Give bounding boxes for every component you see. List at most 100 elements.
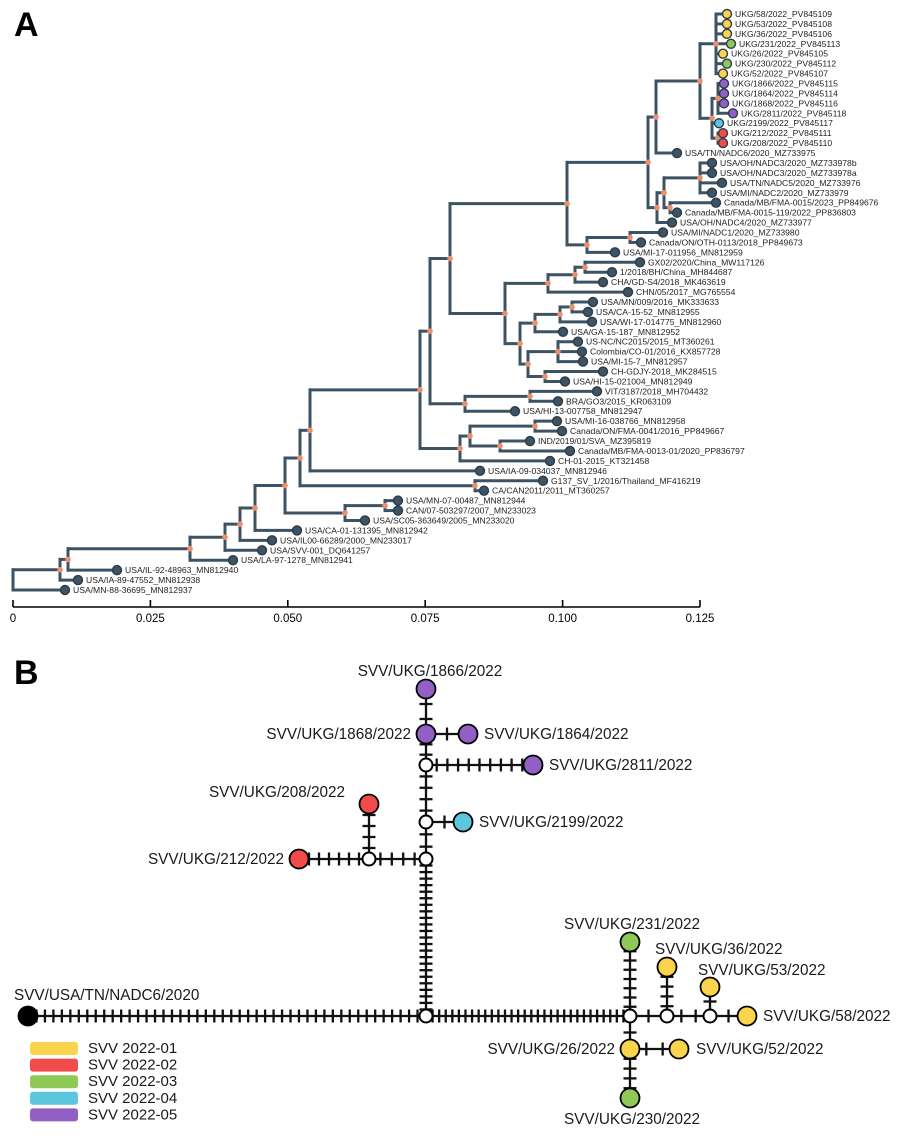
internal-node-dot: [462, 400, 468, 407]
internal-node-dot: [525, 361, 531, 367]
tip-label: Canada/MB/FMA-0015/2023_PP849676: [724, 198, 879, 208]
internal-node-dot: [654, 204, 660, 211]
internal-node-dot: [545, 280, 551, 287]
tip-label: USA/OH/NADC3/2020_MZ733978b: [720, 158, 857, 168]
internal-node-dot: [65, 556, 71, 563]
tip-circle-dark: [392, 495, 404, 506]
tip-circle-purple: [718, 78, 730, 89]
tip-label: USA/IA-89-47552_MN812938: [86, 575, 200, 585]
tip-label: UKG/36/2022_PV845106: [735, 29, 832, 39]
tip-label: CH-GDJY-2018_MK284515: [611, 367, 717, 377]
network-edges: [28, 689, 747, 1098]
tip-label: VIT/3187/2018_MH704432: [605, 386, 708, 396]
tip-circle-yellow: [721, 8, 733, 20]
tip-circle-dark: [291, 525, 303, 536]
tip-label: USA/MI/NADC2/2020_MZ733979: [720, 188, 849, 198]
tree-tips: UKG/58/2022_PV845109UKG/53/2022_PV845108…: [59, 8, 879, 596]
legend-label: SVV 2022-02: [88, 1057, 177, 1074]
tip-label: CAN/07-503297/2007_MN233023: [406, 506, 536, 516]
median-vector-node: [418, 1008, 434, 1024]
tip-label: UKG/2199/2022_PV845117: [727, 118, 833, 128]
tip-circle-dark: [227, 555, 239, 566]
axis-tick-label: 0: [10, 613, 16, 625]
tip-circle-green: [725, 38, 737, 49]
tip-label: USA/TN/NADC6/2020_MZ733975: [685, 148, 816, 158]
internal-node-dot: [252, 505, 258, 511]
tip-circle-dark: [622, 286, 634, 298]
sample-node-s2199: [452, 811, 474, 833]
tip-circle-dark: [256, 545, 268, 556]
tip-circle-dark: [59, 584, 71, 596]
internal-node-dot: [502, 310, 508, 317]
tip-circle-dark: [706, 187, 718, 198]
tip-label: USA/OH/NADC3/2020_MZ733978a: [720, 168, 857, 178]
legend-swatch: [30, 1075, 78, 1089]
tip-circle-dark: [706, 167, 718, 179]
internal-node-dot: [713, 40, 719, 47]
network-node-label: SVV/UKG/52/2022: [696, 1041, 824, 1058]
tip-circle-dark: [556, 425, 568, 437]
tip-label: UKG/53/2022_PV845108: [735, 19, 832, 29]
internal-node-dot: [527, 393, 533, 400]
tip-label: USA/MN-07-00487_MN812944: [406, 496, 526, 506]
internal-node-dot: [557, 311, 563, 318]
tip-label: UKG/231/2022_PV845113: [739, 39, 840, 49]
legend-swatch: [30, 1091, 78, 1105]
tip-label: UKG/230/2022_PV845112: [735, 59, 836, 69]
network-node-label: SVV/UKG/212/2022: [148, 851, 284, 868]
network-node-label: SVV/UKG/58/2022: [763, 1008, 891, 1025]
tip-label: IND/2019/01/SVA_MZ395819: [538, 436, 651, 446]
tip-circle-dark: [537, 475, 549, 486]
tip-label: UKG/52/2022_PV845107: [731, 69, 828, 79]
internal-node-dot: [57, 566, 63, 573]
internal-node-dot: [661, 189, 667, 196]
tip-label: USA/TN/NADC5/2020_MZ733976: [730, 178, 861, 188]
network-labels: SVV/USA/TN/NADC6/2020SVV/UKG/1866/2022SV…: [14, 663, 891, 1128]
tip-label: USA/HI-15-021004_MN812949: [573, 376, 693, 386]
haplotype-network: SVV/USA/TN/NADC6/2020SVV/UKG/1866/2022SV…: [14, 663, 891, 1128]
axis-tick-label: 0.050: [273, 613, 302, 625]
tip-label: USA/MI/NADC1/2020_MZ733980: [671, 227, 800, 237]
tip-label: USA/SVV-001_DQ641257: [270, 545, 371, 555]
tip-circle-dark: [524, 435, 536, 447]
tip-label: CHA/GD-S4/2018_MK463619: [611, 277, 726, 287]
sample-node-s1868: [415, 723, 437, 745]
internal-node-dot: [467, 433, 473, 439]
tip-label: USA/LA-97-1278_MN812941: [241, 555, 353, 565]
network-node-label: SVV/UKG/208/2022: [209, 784, 345, 801]
tip-label: BRA/GO3/2015_KR063109: [566, 396, 671, 406]
internal-node-dot: [582, 264, 588, 271]
internal-node-dot: [447, 255, 453, 262]
sample-node-s1864: [457, 723, 479, 745]
tip-circle-dark: [557, 326, 569, 337]
internal-node-dot: [572, 271, 578, 278]
tip-circle-purple: [727, 108, 739, 119]
legend-label: SVV 2022-05: [88, 1106, 177, 1123]
tip-circle-yellow: [717, 48, 729, 59]
internal-node-dot: [472, 482, 478, 489]
legend-swatch: [30, 1058, 78, 1072]
axis-tick-label: 0.100: [548, 613, 577, 625]
tip-circle-dark: [474, 465, 486, 477]
tip-circle-dark: [586, 316, 598, 328]
tip-label: USA/SC05-363649/2005_MN233020: [373, 515, 515, 525]
tree-internal-node-dots: [57, 40, 721, 573]
sample-node-s53: [699, 976, 721, 998]
internal-node-dot: [627, 234, 633, 241]
legend-swatch: [30, 1108, 78, 1122]
tip-label: CH-01-2015_KT321458: [558, 456, 649, 466]
axis-tick-label: 0.075: [411, 613, 440, 625]
legend-label: SVV 2022-01: [88, 1040, 177, 1057]
axis-tick-label: 0.125: [686, 613, 715, 625]
tip-circle-dark: [551, 415, 563, 427]
internal-node-dot: [382, 502, 388, 509]
tip-circle-dark: [552, 396, 564, 407]
tip-label: UKG/1866/2022_PV845115: [732, 79, 838, 89]
network-node-label: SVV/UKG/231/2022: [564, 916, 700, 933]
legend-label: SVV 2022-04: [88, 1090, 177, 1107]
sample-node-nadc6: [17, 1005, 39, 1027]
tip-circle-dark: [572, 336, 584, 347]
